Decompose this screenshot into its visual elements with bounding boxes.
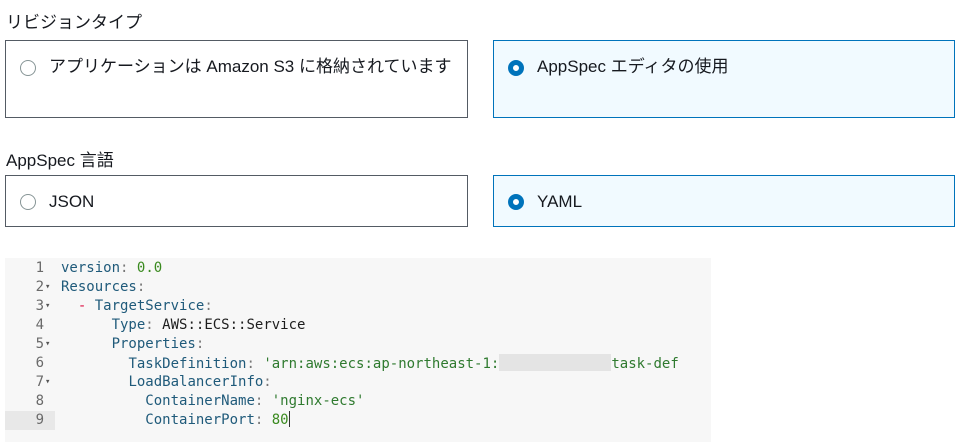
gutter: 8 bbox=[5, 392, 55, 411]
gutter: 5▾ bbox=[5, 335, 55, 354]
fold-arrow-icon[interactable]: ▾ bbox=[45, 339, 51, 349]
code-line-4[interactable]: 4 Type: AWS::ECS::Service bbox=[5, 316, 711, 335]
gutter: 1 bbox=[5, 259, 55, 278]
fold-arrow-icon[interactable]: ▾ bbox=[45, 301, 51, 311]
radio-s3-revision[interactable] bbox=[20, 60, 36, 76]
colon: : bbox=[263, 374, 272, 390]
yaml-key: version bbox=[61, 260, 121, 276]
colon: : bbox=[145, 317, 154, 333]
code-line-9[interactable]: 9 ContainerPort: 80 bbox=[5, 411, 711, 430]
line-number: 1 bbox=[35, 260, 44, 276]
gutter: 2▾ bbox=[5, 278, 55, 297]
gutter: 7▾ bbox=[5, 373, 55, 392]
option-s3-revision[interactable]: アプリケーションは Amazon S3 に格納されています bbox=[5, 40, 468, 118]
code-line-8[interactable]: 8 ContainerName: 'nginx-ecs' bbox=[5, 392, 711, 411]
line-number: 8 bbox=[35, 393, 44, 409]
text-cursor bbox=[288, 411, 290, 427]
yaml-key: Resources bbox=[61, 279, 137, 295]
fold-arrow-icon[interactable]: ▾ bbox=[45, 282, 51, 292]
radio-appspec-editor[interactable] bbox=[508, 60, 524, 76]
option-json[interactable]: JSON bbox=[5, 175, 468, 227]
radio-json[interactable] bbox=[20, 194, 36, 210]
gutter: 6 bbox=[5, 354, 55, 373]
option-appspec-editor-label: AppSpec エディタの使用 bbox=[537, 57, 729, 76]
option-appspec-editor[interactable]: AppSpec エディタの使用 bbox=[493, 40, 955, 118]
yaml-key: ContainerPort bbox=[145, 412, 255, 428]
colon: : bbox=[195, 336, 205, 352]
yaml-key: LoadBalancerInfo bbox=[128, 374, 264, 390]
redacted-region bbox=[499, 354, 612, 371]
yaml-key: Properties bbox=[111, 336, 196, 352]
yaml-key: TaskDefinition bbox=[128, 356, 247, 372]
revision-type-label: リビジョンタイプ bbox=[6, 13, 142, 32]
appspec-language-label: AppSpec 言語 bbox=[6, 151, 114, 170]
gutter: 3▾ bbox=[5, 297, 55, 316]
yaml-string-value: 'nginx-ecs' bbox=[271, 393, 365, 409]
line-number: 7 bbox=[35, 374, 44, 390]
yaml-string-value: 'arn:aws:ecs:ap-northeast-1: bbox=[263, 356, 500, 372]
option-json-label: JSON bbox=[49, 192, 95, 211]
option-s3-revision-label: アプリケーションは Amazon S3 に格納されています bbox=[49, 57, 452, 76]
yaml-value: AWS::ECS::Service bbox=[162, 317, 306, 333]
colon: : bbox=[204, 298, 213, 314]
colon: : bbox=[254, 412, 264, 428]
yaml-key: ContainerName bbox=[145, 393, 255, 409]
colon: : bbox=[254, 393, 264, 409]
colon: : bbox=[120, 260, 129, 276]
appspec-code-editor[interactable]: 1 version: 0.0 2▾ Resources: 3▾ - Target… bbox=[5, 258, 711, 442]
code-line-7[interactable]: 7▾ LoadBalancerInfo: bbox=[5, 373, 711, 392]
yaml-key: TargetService bbox=[94, 298, 205, 314]
yaml-dash: - bbox=[77, 298, 87, 314]
code-line-3[interactable]: 3▾ - TargetService: bbox=[5, 297, 711, 316]
code-line-2[interactable]: 2▾ Resources: bbox=[5, 278, 711, 297]
fold-arrow-icon[interactable]: ▾ bbox=[45, 377, 51, 387]
line-number: 3 bbox=[35, 298, 44, 314]
code-line-5[interactable]: 5▾ Properties: bbox=[5, 335, 711, 354]
yaml-value: 80 bbox=[271, 412, 289, 428]
line-number: 9 bbox=[35, 412, 44, 428]
colon: : bbox=[136, 279, 146, 295]
line-number: 2 bbox=[35, 279, 44, 295]
line-number: 5 bbox=[35, 336, 44, 352]
gutter: 4 bbox=[5, 316, 55, 335]
gutter-active: 9 bbox=[5, 411, 55, 430]
yaml-key: Type bbox=[111, 317, 146, 333]
yaml-string-value-end: task-def bbox=[611, 356, 679, 372]
line-number: 6 bbox=[35, 355, 44, 371]
colon: : bbox=[246, 356, 255, 372]
code-line-6[interactable]: 6 TaskDefinition: 'arn:aws:ecs:ap-northe… bbox=[5, 354, 711, 373]
code-line-1[interactable]: 1 version: 0.0 bbox=[5, 259, 711, 278]
option-yaml-label: YAML bbox=[537, 192, 583, 211]
option-yaml[interactable]: YAML bbox=[493, 175, 955, 227]
yaml-value: 0.0 bbox=[136, 260, 163, 276]
radio-yaml[interactable] bbox=[508, 194, 524, 210]
line-number: 4 bbox=[35, 317, 44, 333]
